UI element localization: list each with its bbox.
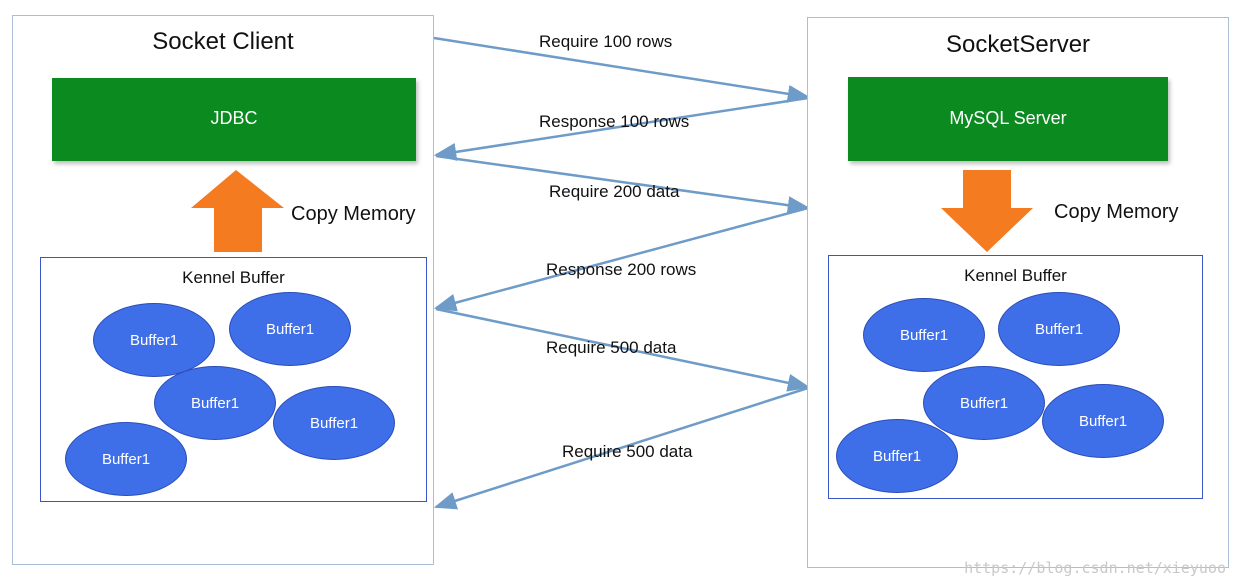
connector-response-200	[433, 206, 809, 312]
socket-server-panel: SocketServer MySQL Server Kennel Buffer …	[807, 17, 1229, 568]
mysql-server-box: MySQL Server	[848, 77, 1168, 161]
message-label: Require 200 data	[549, 182, 680, 201]
mysql-server-label: MySQL Server	[949, 108, 1067, 128]
client-kernel-buffer-title: Kennel Buffer	[182, 268, 285, 287]
server-buffer: Buffer1	[998, 292, 1120, 366]
server-kernel-buffer-title: Kennel Buffer	[964, 266, 1067, 285]
server-buffer: Buffer1	[923, 366, 1045, 440]
message-label: Require 500 data	[562, 442, 693, 461]
server-buffer: Buffer1	[1042, 384, 1164, 458]
message-label: Require 100 rows	[539, 32, 673, 51]
jdbc-box: JDBC	[52, 78, 416, 161]
jdbc-label: JDBC	[210, 108, 258, 128]
server-kernel-buffer: Kennel Buffer Buffer1 Buffer1 Buffer1 Bu…	[828, 255, 1203, 499]
client-buffer: Buffer1	[93, 303, 215, 377]
watermark-text: https://blog.csdn.net/xieyuoo	[964, 559, 1226, 577]
message-label: Response 100 rows	[539, 112, 690, 131]
server-buffer: Buffer1	[863, 298, 985, 372]
client-buffer: Buffer1	[229, 292, 351, 366]
server-buffer: Buffer1	[836, 419, 958, 493]
server-copy-memory-label: Copy Memory	[1054, 201, 1179, 223]
client-buffer: Buffer1	[65, 422, 187, 496]
client-buffer: Buffer1	[154, 366, 276, 440]
socket-server-title: SocketServer	[945, 31, 1091, 58]
message-label: Response 200 rows	[546, 260, 697, 279]
client-copy-memory-label: Copy Memory	[291, 203, 416, 225]
message-label: Require 500 data	[546, 338, 677, 357]
socket-client-title: Socket Client	[152, 28, 294, 55]
socket-client-panel: Socket Client JDBC Kennel Buffer Buffer1…	[12, 15, 434, 565]
client-buffer: Buffer1	[273, 386, 395, 460]
client-kernel-buffer: Kennel Buffer Buffer1 Buffer1 Buffer1 Bu…	[40, 257, 427, 502]
